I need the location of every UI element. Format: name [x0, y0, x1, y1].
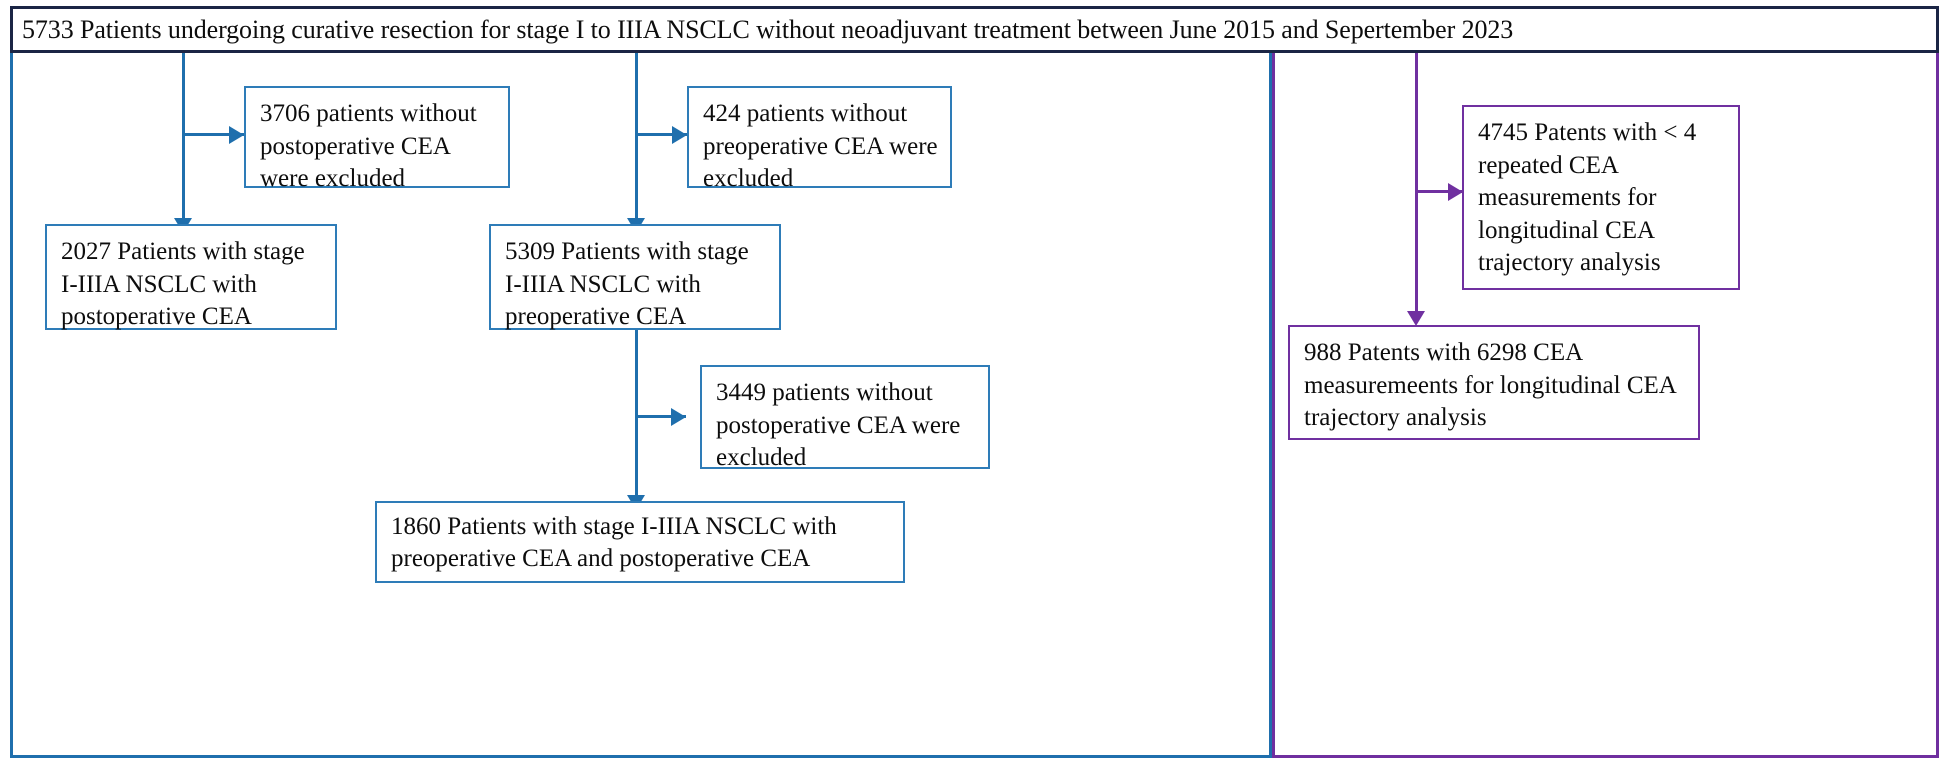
- connector-to-longitudinal-trunk: [1415, 53, 1418, 316]
- banner-total-cohort: 5733 Patients undergoing curative resect…: [10, 6, 1939, 53]
- node-excluded-3449: 3449 patients without postoperative CEA …: [700, 365, 990, 471]
- connector-banner-to-postop-trunk: [182, 53, 185, 223]
- node-cohort-988: 988 Patents with 6298 CEA measuremeents …: [1288, 325, 1700, 440]
- connector-trunk-to-3706: [182, 133, 244, 136]
- node-excluded-3449-label: 3449 patients without postoperative CEA …: [716, 379, 961, 471]
- arrowhead-right-to-3706: [229, 126, 244, 144]
- connector-trunk-to-3449: [635, 415, 686, 418]
- node-cohort-1860: 1860 Patients with stage I-IIIA NSCLC wi…: [375, 501, 905, 583]
- connector-trunk-to-4745: [1415, 190, 1462, 193]
- node-cohort-2027-label: 2027 Patients with stage I-IIIA NSCLC wi…: [61, 238, 305, 330]
- arrowhead-right-to-3449: [671, 408, 686, 426]
- node-cohort-5309: 5309 Patients with stage I-IIIA NSCLC wi…: [489, 224, 781, 330]
- node-cohort-1860-label: 1860 Patients with stage I-IIIA NSCLC wi…: [391, 512, 837, 573]
- connector-banner-to-preop-trunk: [635, 53, 638, 223]
- node-cohort-2027: 2027 Patients with stage I-IIIA NSCLC wi…: [45, 224, 337, 330]
- left-panel-cross-sectional: [10, 53, 1272, 758]
- connector-trunk-to-424: [635, 133, 687, 136]
- arrowhead-right-to-424: [672, 126, 687, 144]
- node-excluded-4745: 4745 Patents with < 4 repeated CEA measu…: [1462, 105, 1740, 290]
- node-excluded-3706-label: 3706 patients without postoperative CEA …: [260, 100, 477, 192]
- node-excluded-424-label: 424 patients without preoperative CEA we…: [703, 100, 938, 192]
- node-cohort-988-label: 988 Patents with 6298 CEA measuremeents …: [1304, 339, 1676, 431]
- arrowhead-down-to-988: [1407, 311, 1425, 326]
- arrowhead-right-to-4745: [1448, 183, 1463, 201]
- node-excluded-4745-label: 4745 Patents with < 4 repeated CEA measu…: [1478, 119, 1697, 276]
- node-cohort-5309-label: 5309 Patients with stage I-IIIA NSCLC wi…: [505, 238, 749, 330]
- node-excluded-424: 424 patients without preoperative CEA we…: [687, 86, 952, 192]
- node-excluded-3706: 3706 patients without postoperative CEA …: [244, 86, 510, 192]
- banner-total-cohort-label: 5733 Patients undergoing curative resect…: [22, 14, 1514, 44]
